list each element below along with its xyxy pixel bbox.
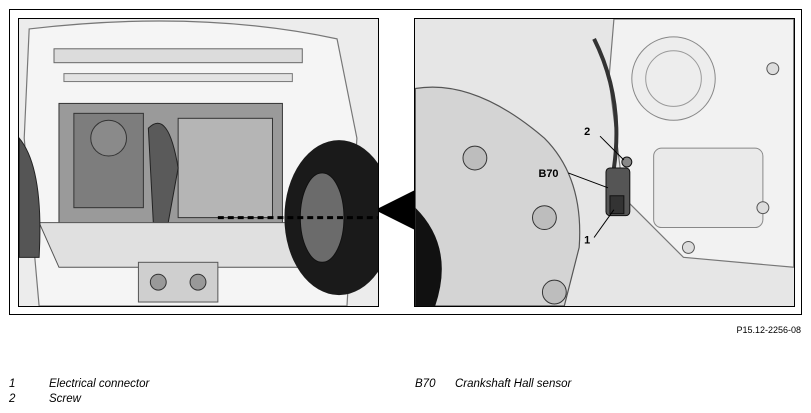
detail-connector-wedge	[379, 190, 415, 230]
callout-b70: B70	[538, 168, 558, 180]
vehicle-underside-drawing	[19, 19, 378, 306]
legend-text: Screw	[49, 393, 81, 405]
overview-illustration	[18, 18, 379, 307]
legend-left: 1 Electrical connector 2 Screw	[9, 377, 399, 407]
legend-key: 2	[9, 393, 16, 405]
legend-key: B70	[415, 378, 436, 390]
callout-screw: 2	[584, 126, 590, 138]
callout-connector: 1	[584, 234, 590, 246]
legend-item: 2 Screw	[9, 392, 399, 407]
figure-id: P15.12-2256-08	[736, 325, 801, 335]
legend-key: 1	[9, 378, 16, 390]
legend-text: Crankshaft Hall sensor	[455, 378, 572, 390]
detail-illustration: 2 B70 1	[414, 18, 795, 307]
legend-item: 1 Electrical connector	[9, 377, 399, 392]
legend-right: B70 Crankshaft Hall sensor	[415, 377, 805, 392]
legend-text: Electrical connector	[49, 378, 150, 390]
legend-item: B70 Crankshaft Hall sensor	[415, 377, 805, 392]
figure-frame: 2 B70 1	[9, 9, 802, 315]
crankshaft-sensor-detail-drawing: 2 B70 1	[415, 19, 794, 306]
